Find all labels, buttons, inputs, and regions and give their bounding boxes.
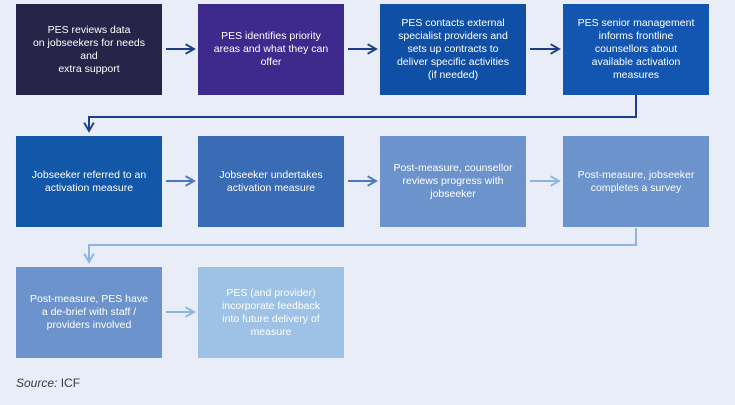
step-2-box: PES identifies priority areas and what t…	[198, 4, 344, 95]
step-8-box: Post-measure, jobseeker completes a surv…	[563, 136, 709, 227]
step-5-label: Jobseeker referred to an activation meas…	[31, 168, 147, 194]
step-1-box: PES reviews data on jobseekers for needs…	[16, 4, 162, 95]
step-4-label: PES senior management informs frontline …	[577, 17, 695, 81]
source-note: Source: ICF	[16, 376, 80, 390]
step-10-label: PES (and provider) incorporate feedback …	[221, 286, 321, 338]
step-5-box: Jobseeker referred to an activation meas…	[16, 136, 162, 227]
arrow-8-9	[83, 228, 637, 264]
step-7-label: Post-measure, counsellor reviews progres…	[393, 162, 513, 200]
step-1-label: PES reviews data on jobseekers for needs…	[32, 23, 146, 75]
step-2-label: PES identifies priority areas and what t…	[213, 30, 329, 68]
step-6-label: Jobseeker undertakes activation measure	[219, 168, 323, 194]
step-3-box: PES contacts external specialist provide…	[380, 4, 526, 95]
step-10-box: PES (and provider) incorporate feedback …	[198, 267, 344, 358]
step-9-box: Post-measure, PES have a de-brief with s…	[16, 267, 162, 358]
arrow-4-5	[83, 95, 637, 133]
source-label: Source:	[16, 376, 58, 390]
step-7-box: Post-measure, counsellor reviews progres…	[380, 136, 526, 227]
step-6-box: Jobseeker undertakes activation measure	[198, 136, 344, 227]
step-3-label: PES contacts external specialist provide…	[396, 17, 510, 81]
source-value: ICF	[60, 376, 81, 390]
step-8-label: Post-measure, jobseeker completes a surv…	[577, 168, 695, 194]
step-9-label: Post-measure, PES have a de-brief with s…	[30, 293, 148, 331]
step-4-box: PES senior management informs frontline …	[563, 4, 709, 95]
